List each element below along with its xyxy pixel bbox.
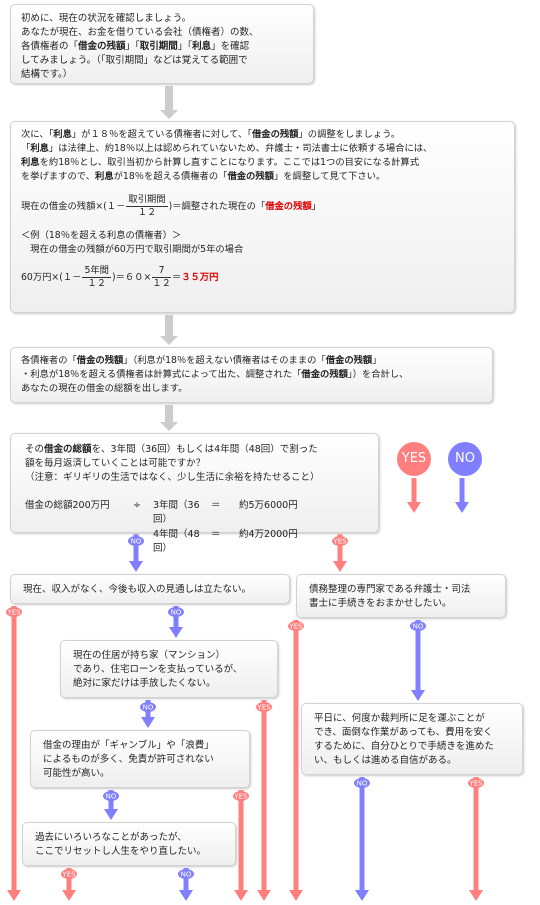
branch-step4-yes-tag-text: YES bbox=[332, 538, 347, 546]
example-title: ＜例（18％を超える利息の債権者）＞ bbox=[21, 230, 182, 241]
branch-step4-no-tag-text: NO bbox=[131, 538, 142, 546]
branch-expert-yes-head bbox=[289, 890, 303, 901]
branch-house-yes-line bbox=[261, 700, 267, 891]
branch-court-yes-tag-text: YES bbox=[468, 780, 483, 788]
branch-reset-no-line bbox=[183, 868, 189, 891]
step4-box: その借金の総額を、3年間（36回）もしくは4年間（48回）で割った 額を毎月返済… bbox=[10, 433, 379, 554]
branch-step4-yes-head bbox=[333, 561, 347, 572]
branch-income-no-tag bbox=[168, 607, 184, 617]
step2-line3: 利息を約18％とし、取引当初から計算し直すことになります。ここでは1つの目安にな… bbox=[21, 157, 420, 168]
branch-income-yes-tag bbox=[6, 607, 22, 617]
branch-court-no-head bbox=[355, 890, 369, 901]
branch-income-yes-tag-text: YES bbox=[6, 609, 21, 617]
branch-income-yes-line bbox=[11, 606, 17, 891]
branch-gamble-no-tag bbox=[103, 791, 119, 801]
step2-line1: 次に、「利息」が１８％を超えている債権者に対して、「借金の残額」の調整をしましょ… bbox=[21, 129, 401, 140]
branch-step4-no-head bbox=[129, 561, 143, 572]
branch-step4-no-tag bbox=[128, 536, 144, 546]
step3-line1: 各債権者の「借金の残額」（利息が18％を超えない債権者はそのままの「借金の残額」 bbox=[21, 355, 382, 366]
branch-step4-no-line bbox=[133, 534, 139, 562]
branch-gamble-yes-line bbox=[238, 790, 244, 891]
question-gambling: 借金の理由が「ギャンブル」や「浪費」 によるものが多く、免責が許可されない 可能… bbox=[30, 730, 250, 788]
example-line: 現在の借金の残額が60万円で取引期間が5年の場合 bbox=[21, 244, 244, 255]
step1-line2: あなたが現在、お金を借りている会社（債権者）の数、 bbox=[21, 27, 259, 38]
step2-line2: 「利息」は法律上、約18％以上は認められていないため、弁護士・司法書士に依頼する… bbox=[21, 143, 433, 154]
branch-reset-yes-line bbox=[66, 868, 72, 891]
step3-line3: あなたの現在の借金の総額を出します。 bbox=[21, 383, 188, 394]
question-keep-house: 現在の住居が持ち家（マンション） であり、住宅ローンを支払っているが、 絶対に家… bbox=[60, 640, 278, 698]
branch-step4-yes-tag bbox=[332, 536, 348, 546]
branch-income-yes-head bbox=[7, 890, 21, 901]
step4-line1: その借金の総額を、3年間（36回）もしくは4年間（48回）で割った bbox=[25, 444, 318, 455]
arrow-step2-step3-shaft bbox=[165, 315, 173, 337]
branch-expert-no-tag bbox=[410, 621, 426, 631]
step1-line5: 結構です。） bbox=[21, 69, 73, 80]
branch-expert-yes-tag bbox=[288, 621, 304, 631]
question-reset-life: 過去にいろいろなことがあったが、 ここでリセットし人生をやり直したい。 bbox=[22, 822, 236, 866]
legend-no-arrow-head bbox=[455, 502, 469, 513]
arrow-step3-step4-shaft bbox=[165, 405, 173, 423]
branch-expert-yes-tag-text: YES bbox=[288, 623, 303, 631]
branch-reset-yes-head bbox=[62, 890, 76, 901]
branch-gamble-yes-head bbox=[234, 890, 248, 901]
branch-court-yes-line bbox=[473, 777, 479, 891]
branch-house-no-tag-text: NO bbox=[143, 704, 154, 712]
step2-line4: を挙げますので、利息が18％を超える債権者の「借金の残額」を調整して見て下さい。 bbox=[21, 171, 386, 182]
branch-income-no-head bbox=[169, 627, 183, 638]
question-use-expert: 債務整理の専門家である弁護士・司法 書士に手続きをおまかせしたい。 bbox=[296, 574, 506, 618]
branch-court-yes-head bbox=[469, 890, 483, 901]
arrow-step1-step2-shaft bbox=[165, 86, 173, 111]
branch-house-yes-tag-text: YES bbox=[256, 704, 271, 712]
step4-line2: 額を毎月返済していくことは可能ですか？ bbox=[25, 458, 206, 469]
step3-box: 各債権者の「借金の残額」（利息が18％を超えない債権者はそのままの「借金の残額」… bbox=[10, 347, 493, 403]
branch-house-no-tag bbox=[140, 702, 156, 712]
step4-line3: （注意：ギリギリの生活ではなく、少し生活に余裕を持たせること） bbox=[25, 472, 320, 483]
branch-court-no-line bbox=[359, 777, 365, 891]
step1-line3: 各債権者の「借金の残額」「取引期間」「利息」を確認 bbox=[21, 41, 250, 52]
branch-reset-yes-tag-text: YES bbox=[61, 871, 76, 879]
branch-gamble-yes-tag-text: YES bbox=[233, 793, 248, 801]
legend-yes-arrow-head bbox=[407, 502, 421, 513]
branch-house-yes-tag bbox=[256, 702, 272, 712]
step1-line4: してみましょう。（「取引期間」などは覚えてる範囲で bbox=[21, 55, 248, 66]
branch-reset-yes-tag bbox=[61, 869, 77, 879]
branch-expert-no-head bbox=[411, 690, 425, 701]
branch-reset-no-tag-text: NO bbox=[181, 871, 192, 879]
branch-expert-yes-line bbox=[293, 620, 299, 891]
arrow-step3-step4-head bbox=[160, 422, 178, 431]
branch-gamble-no-head bbox=[104, 809, 118, 820]
legend-yes: YES bbox=[397, 442, 431, 476]
step1-line1: 初めに、現在の状況を確認しましょう。 bbox=[21, 13, 192, 24]
legend-no-arrow-line bbox=[459, 478, 465, 503]
branch-court-no-tag bbox=[354, 778, 370, 788]
branch-gamble-no-tag-text: NO bbox=[106, 793, 117, 801]
branch-court-no-tag-text: NO bbox=[357, 780, 368, 788]
step1-box: 初めに、現在の状況を確認しましょう。 あなたが現在、お金を借りている会社（債権者… bbox=[10, 4, 314, 84]
arrow-step2-step3-head bbox=[160, 336, 178, 345]
step2-box: 次に、「利息」が１８％を超えている債権者に対して、「借金の残額」の調整をしましょ… bbox=[10, 121, 515, 313]
branch-income-no-tag-text: NO bbox=[171, 609, 182, 617]
branch-gamble-yes-tag bbox=[233, 791, 249, 801]
question-court-self: 平日に、何度か裁判所に足を運ぶことが でき、面倒な作業があっても、費用を安く す… bbox=[301, 703, 523, 775]
question-no-income: 現在、収入がなく、今後も収入の見通しは立たない。 bbox=[10, 574, 290, 604]
branch-step4-yes-line bbox=[337, 534, 343, 562]
branch-house-no-head bbox=[141, 717, 155, 728]
branch-expert-no-line bbox=[415, 620, 421, 691]
step3-line2: ・利息が18％を超える債権者は計算式によって出た、調整された「借金の残額」）を合… bbox=[21, 369, 409, 380]
branch-reset-no-tag bbox=[178, 869, 194, 879]
branch-reset-no-head bbox=[179, 890, 193, 901]
branch-expert-no-tag-text: NO bbox=[413, 623, 424, 631]
legend-no: NO bbox=[448, 442, 482, 476]
branch-court-yes-tag bbox=[468, 778, 484, 788]
repayment-calc: 借金の総額200万円÷3年間（36回）＝約5万6000円 4年間（48回）＝約4… bbox=[25, 500, 298, 554]
arrow-step1-step2-head bbox=[160, 110, 178, 119]
legend-yes-arrow-line bbox=[411, 478, 417, 503]
branch-house-yes-head bbox=[257, 890, 271, 901]
